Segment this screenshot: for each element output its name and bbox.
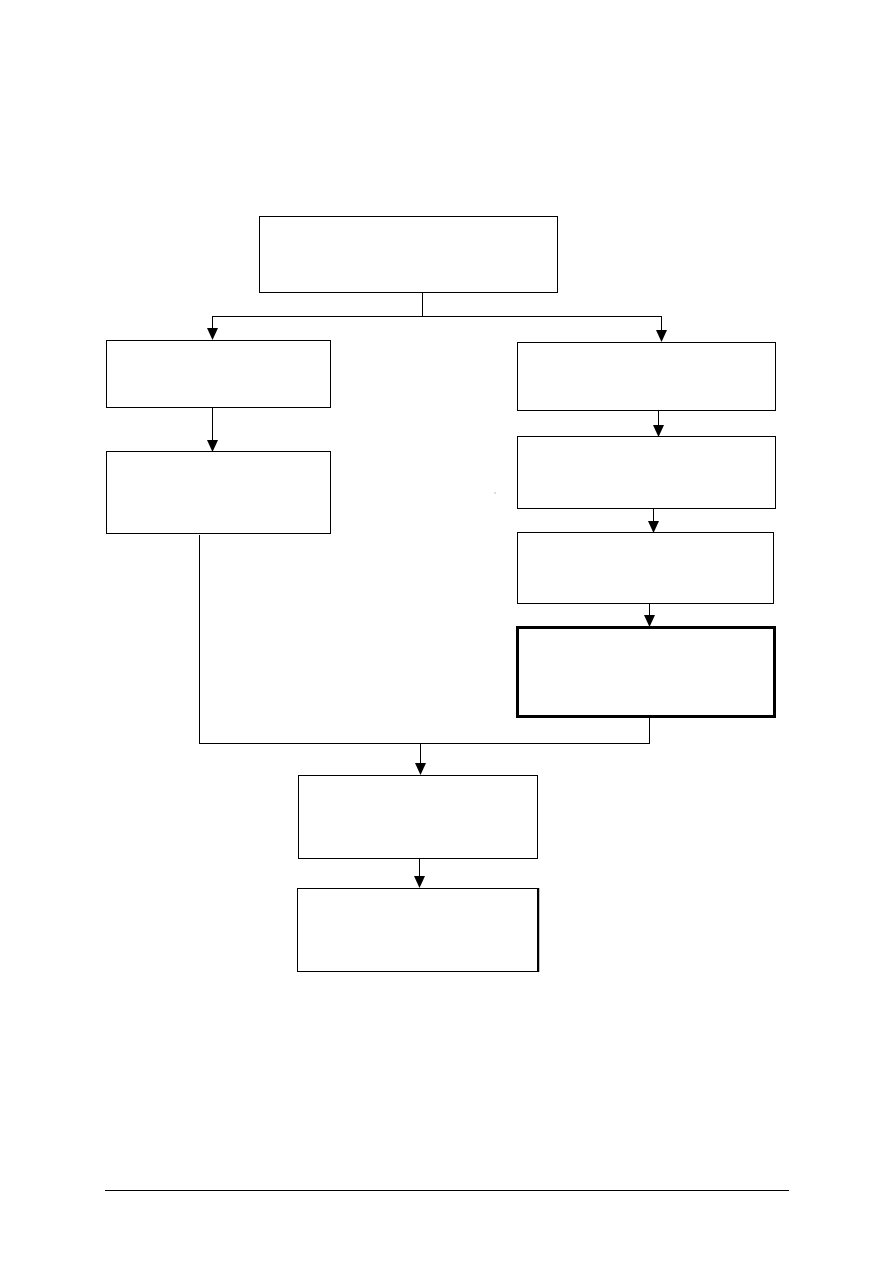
connector-right-2-to-3 xyxy=(648,508,659,533)
footer-rule xyxy=(105,1190,789,1191)
node-right-step-1 xyxy=(517,342,776,411)
node-left-step-2 xyxy=(106,451,331,534)
node-left-step-1 xyxy=(106,340,331,408)
connector-right-1-to-2 xyxy=(653,410,664,437)
node-merge-step-2 xyxy=(297,888,540,972)
node-right-step-4 xyxy=(516,626,776,718)
connector-left-1-to-2 xyxy=(207,407,218,452)
connector-merge-1-to-2 xyxy=(414,858,425,888)
node-merge-step-1 xyxy=(298,775,538,859)
arrow-head xyxy=(653,425,664,437)
arrow-head xyxy=(415,763,426,775)
connector-merge xyxy=(199,535,650,775)
arrow-head xyxy=(644,615,655,627)
stray-dot xyxy=(494,492,496,494)
node-start xyxy=(259,216,558,293)
connector-start-branch xyxy=(207,292,667,342)
node-right-step-2 xyxy=(517,436,776,509)
node-right-step-3 xyxy=(517,532,774,604)
arrow-head xyxy=(414,876,425,888)
arrow-head xyxy=(207,440,218,452)
connector-right-3-to-4 xyxy=(644,603,655,627)
arrow-head xyxy=(656,330,667,342)
arrow-head xyxy=(207,328,218,340)
arrow-head xyxy=(648,521,659,533)
